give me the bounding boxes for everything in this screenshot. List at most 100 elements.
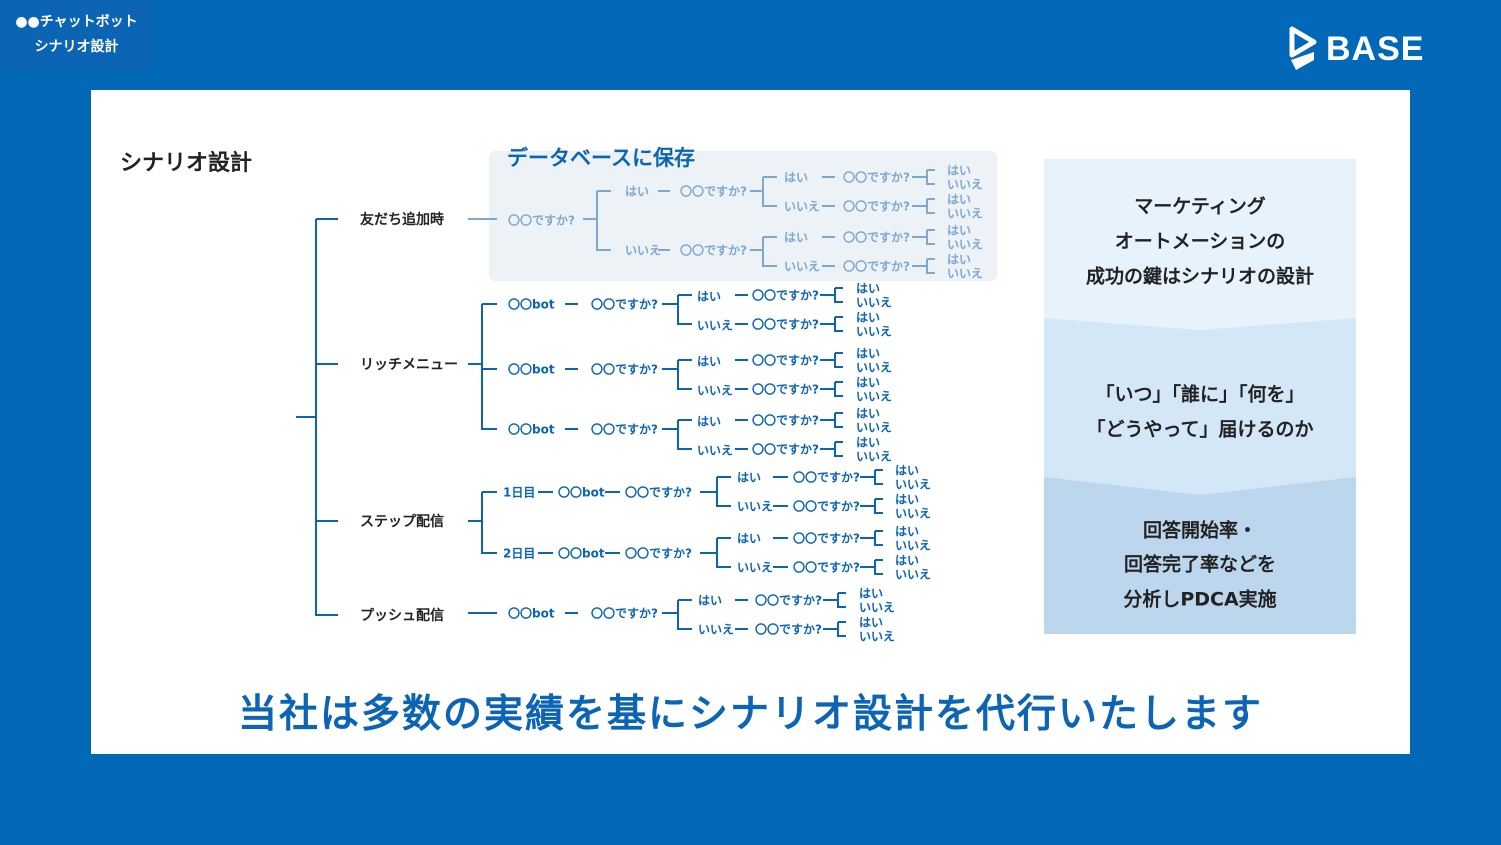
question-node: 〇〇ですか? xyxy=(508,213,575,228)
question-node: 〇〇ですか? xyxy=(680,184,747,199)
yes-option: はい xyxy=(698,593,723,608)
panel-2-line: 「どうやって」届けるのか xyxy=(1086,418,1314,441)
connector-line xyxy=(717,505,731,507)
yes-option: はい xyxy=(859,615,884,630)
connector-line xyxy=(875,498,883,500)
connector-line xyxy=(875,573,883,575)
connector-line xyxy=(700,552,717,554)
connector-line xyxy=(468,363,482,365)
connector-line xyxy=(482,303,497,305)
yes-option: はい xyxy=(856,406,881,421)
connector-line xyxy=(820,419,835,421)
no-option: いいえ xyxy=(697,443,734,458)
connector-line xyxy=(860,505,875,507)
connector-line xyxy=(605,491,620,493)
no-option: いいえ xyxy=(947,206,984,221)
connector-line xyxy=(717,566,731,568)
connector-line xyxy=(662,612,678,614)
headline: 当社は多数の実績を基にシナリオ設計を代行いたします xyxy=(237,692,1263,737)
connector-line xyxy=(874,560,876,575)
no-option: いいえ xyxy=(625,243,662,258)
connector-line xyxy=(735,628,748,630)
connector-line xyxy=(735,388,748,390)
no-option: いいえ xyxy=(784,259,821,274)
question-node: 〇〇ですか? xyxy=(793,560,860,575)
no-option: いいえ xyxy=(698,622,735,637)
connector-line xyxy=(835,352,843,354)
connector-line xyxy=(834,442,836,457)
no-option: いいえ xyxy=(856,324,893,339)
connector-line xyxy=(316,614,338,616)
connector-line xyxy=(874,499,876,514)
database-title: データベースに保存 xyxy=(507,146,695,170)
connector-line xyxy=(823,599,838,601)
connector-line xyxy=(835,316,843,318)
connector-line xyxy=(834,288,836,303)
connector-line xyxy=(927,212,935,214)
day-node: 1日目 xyxy=(503,485,536,500)
no-option: いいえ xyxy=(856,420,893,435)
question-node: 〇〇ですか? xyxy=(843,199,910,214)
connector-line xyxy=(912,265,927,267)
connector-line xyxy=(750,249,763,251)
connector-line xyxy=(565,303,578,305)
connector-line xyxy=(316,363,338,365)
connector-line xyxy=(763,236,777,238)
yes-option: はい xyxy=(895,492,920,507)
no-option: いいえ xyxy=(697,383,734,398)
question-node: 〇〇ですか? xyxy=(752,413,819,428)
connector-line xyxy=(860,476,875,478)
connector-line xyxy=(773,505,788,507)
question-node: 〇〇ですか? xyxy=(793,531,860,546)
connector-line xyxy=(820,388,835,390)
question-node: 〇〇ですか? xyxy=(755,622,822,637)
connector-line xyxy=(834,382,836,397)
no-option: いいえ xyxy=(947,177,984,192)
bot-node: 〇〇bot xyxy=(508,422,555,437)
connector-line xyxy=(927,183,935,185)
connector-line xyxy=(860,566,875,568)
connector-line xyxy=(835,301,843,303)
connector-line xyxy=(773,537,788,539)
no-option: いいえ xyxy=(895,567,932,582)
connector-line xyxy=(835,455,843,457)
connector-line xyxy=(838,621,846,623)
connector-line xyxy=(315,219,317,616)
question-node: 〇〇ですか? xyxy=(752,353,819,368)
connector-line xyxy=(468,612,497,614)
no-option: いいえ xyxy=(895,506,932,521)
no-option: いいえ xyxy=(856,295,893,310)
connector-line xyxy=(482,368,497,370)
question-node: 〇〇ですか? xyxy=(843,259,910,274)
no-option: いいえ xyxy=(697,318,734,333)
connector-line xyxy=(565,368,578,370)
yes-option: はい xyxy=(947,223,972,238)
panel-3-line: 回答完了率などを xyxy=(1123,553,1276,576)
connector-line xyxy=(316,520,338,522)
question-node: 〇〇ですか? xyxy=(591,297,658,312)
connector-line xyxy=(838,635,846,637)
no-option: いいえ xyxy=(947,237,984,252)
connector-line xyxy=(838,592,846,594)
connector-line xyxy=(678,359,692,361)
connector-line xyxy=(700,491,717,493)
yes-option: はい xyxy=(737,470,762,485)
connector-line xyxy=(912,205,927,207)
connector-line xyxy=(927,229,935,231)
connector-line xyxy=(750,190,763,192)
question-node: 〇〇ですか? xyxy=(625,546,692,561)
connector-line xyxy=(596,191,598,251)
bot-node: 〇〇bot xyxy=(558,485,605,500)
connector-line xyxy=(678,599,692,601)
no-option: いいえ xyxy=(856,360,893,375)
root-line-2: シナリオ設計 xyxy=(34,39,119,55)
connector-line xyxy=(677,420,679,450)
connector-line xyxy=(927,258,935,260)
yes-option: はい xyxy=(947,163,972,178)
no-option: いいえ xyxy=(895,538,932,553)
connector-line xyxy=(678,294,692,296)
connector-line xyxy=(835,287,843,289)
connector-line xyxy=(926,170,928,185)
root-line-1: ●●チャットボット xyxy=(15,14,138,30)
no-option: いいえ xyxy=(947,266,984,281)
